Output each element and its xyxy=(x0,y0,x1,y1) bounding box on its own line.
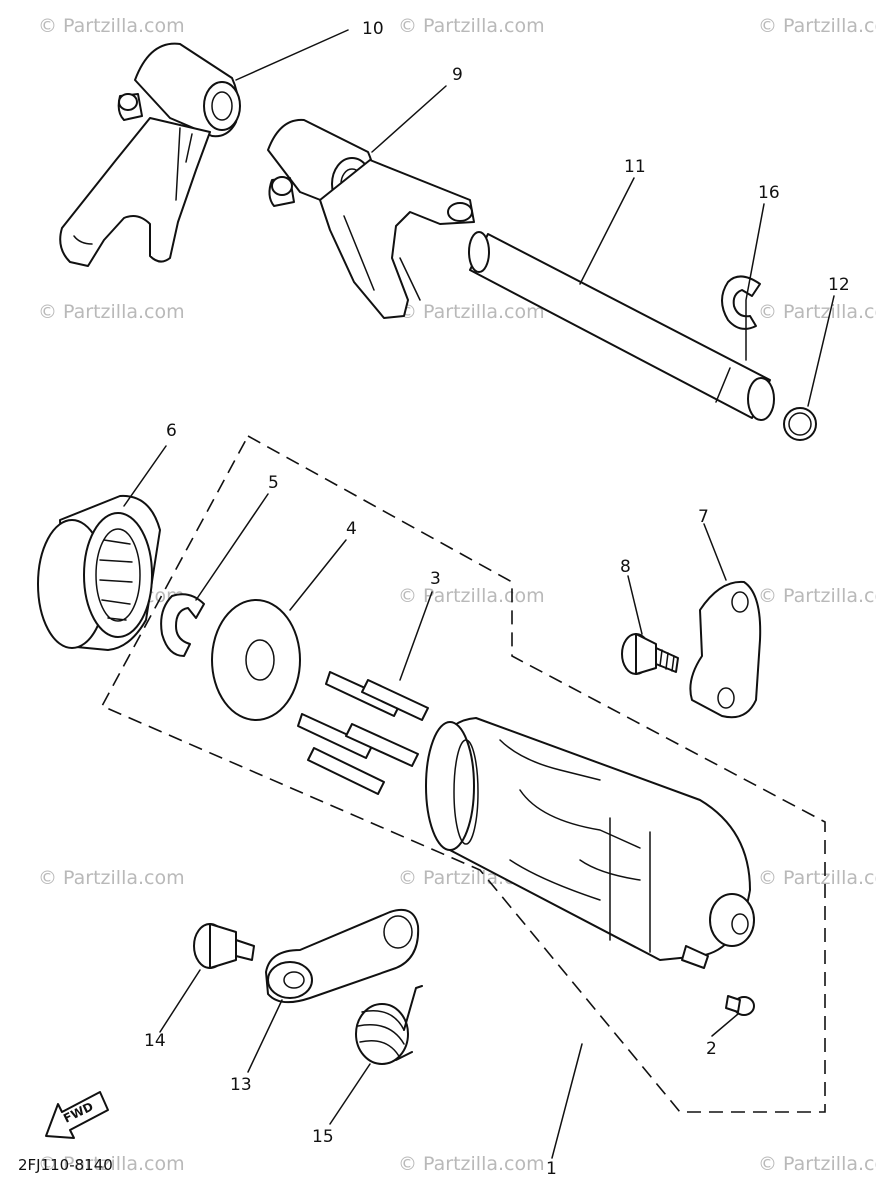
part-3-dowel-pins[interactable] xyxy=(297,671,429,795)
part-9-shift-fork[interactable] xyxy=(267,118,475,319)
assembly-boundary xyxy=(100,434,826,1113)
watermark-text: © Partzilla.com xyxy=(38,15,185,37)
part-5-circlip[interactable] xyxy=(160,593,205,657)
leader-lines xyxy=(123,29,835,1159)
watermark-text: © Partzilla.com xyxy=(758,585,876,607)
callout-13: 13 xyxy=(230,1075,252,1095)
part-16-circlip[interactable] xyxy=(721,275,761,330)
callout-7: 7 xyxy=(698,507,709,527)
part-8-screw[interactable] xyxy=(621,633,679,675)
watermark-text: © Partzilla.com xyxy=(398,1153,545,1175)
callout-8: 8 xyxy=(620,557,631,577)
watermark-text: © Partzilla.com xyxy=(38,867,185,889)
part-7-stopper-plate[interactable] xyxy=(689,580,762,719)
callout-5: 5 xyxy=(268,473,279,493)
callout-4: 4 xyxy=(346,519,357,539)
callout-2: 2 xyxy=(706,1039,717,1059)
watermark-text: © Partzilla.com xyxy=(758,15,876,37)
callout-12: 12 xyxy=(828,275,850,295)
callout-9: 9 xyxy=(452,65,463,85)
part-15-spring[interactable] xyxy=(355,985,423,1065)
callout-14: 14 xyxy=(144,1031,166,1051)
callout-10: 10 xyxy=(362,19,384,39)
part-2-pin[interactable] xyxy=(725,995,755,1016)
callout-16: 16 xyxy=(758,183,780,203)
watermark-text: © Partzilla.com xyxy=(38,1153,185,1175)
callout-1: 1 xyxy=(546,1159,557,1179)
watermark-text: © Partzilla.com xyxy=(38,301,185,323)
watermark-text: © Partzilla.com xyxy=(758,867,876,889)
part-13-shift-arm[interactable] xyxy=(265,908,420,1004)
part-10-shift-fork[interactable] xyxy=(59,42,241,267)
part-14-bolt[interactable] xyxy=(193,923,255,969)
watermark-text: © Partzilla.com xyxy=(758,301,876,323)
watermark-text: © Partzilla.com xyxy=(398,15,545,37)
callout-15: 15 xyxy=(312,1127,334,1147)
watermark-text: © Partzilla.com xyxy=(398,585,545,607)
part-1-shift-drum[interactable] xyxy=(425,717,755,969)
part-12-o-ring[interactable] xyxy=(783,407,817,441)
part-4-washer[interactable] xyxy=(211,599,301,721)
callout-3: 3 xyxy=(430,569,441,589)
callout-labels: 10 9 11 16 12 6 5 4 3 8 7 2 14 13 15 1 xyxy=(144,19,850,1179)
watermark-text: © Partzilla.com xyxy=(398,301,545,323)
callout-6: 6 xyxy=(166,421,177,441)
watermark-text: © Partzilla.com xyxy=(758,1153,876,1175)
callout-11: 11 xyxy=(624,157,646,177)
part-11-guide-bar[interactable] xyxy=(468,231,775,421)
diagram-code: 2FJ110-8140 xyxy=(18,1156,113,1174)
fwd-arrow-icon: FWD xyxy=(45,1091,109,1139)
part-6-bearing[interactable] xyxy=(37,494,161,651)
